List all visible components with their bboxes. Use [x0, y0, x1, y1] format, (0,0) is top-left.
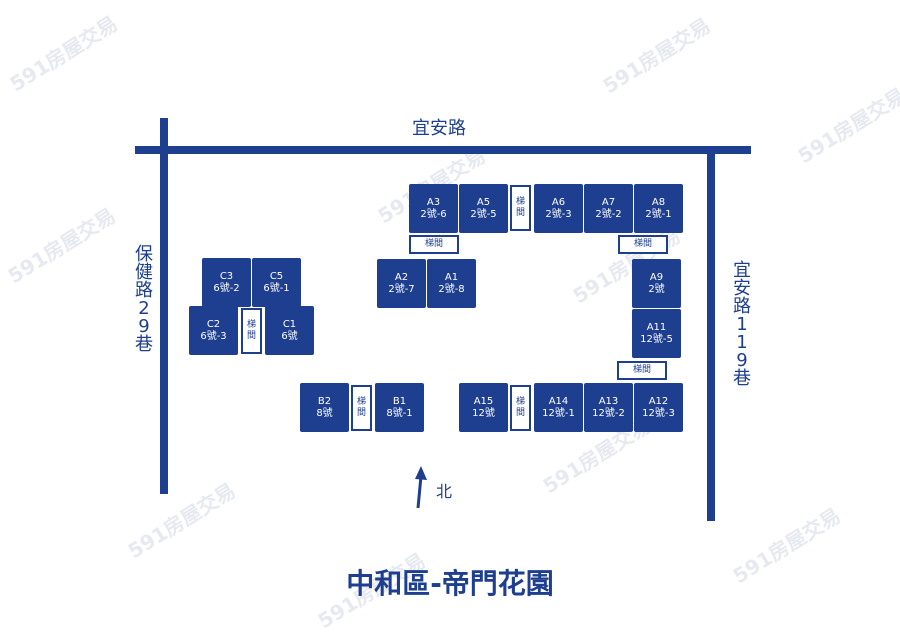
- unit-sub: 2號: [648, 283, 665, 295]
- unit-sub: 12號-1: [542, 407, 575, 419]
- unit-id: A7: [601, 196, 616, 208]
- unit-sub: 2號-3: [545, 208, 572, 220]
- stairwell: 梯間: [409, 235, 459, 254]
- unit-id: A15: [473, 395, 494, 407]
- unit-id: B2: [317, 395, 332, 407]
- page-title: 中和區-帝門花園: [346, 567, 554, 600]
- unit-id: C3: [219, 270, 234, 282]
- north-label: 北: [436, 482, 453, 501]
- unit-sub: 12號-5: [640, 333, 673, 345]
- unit-sub: 2號-1: [645, 208, 672, 220]
- stairwell: 梯間: [510, 385, 531, 431]
- unit-sub: 2號-5: [470, 208, 497, 220]
- unit-id: A9: [649, 271, 664, 283]
- unit-sub: 12號-2: [592, 407, 625, 419]
- road-right: [707, 151, 715, 521]
- unit-id: A8: [651, 196, 666, 208]
- unit-id: C1: [282, 318, 297, 330]
- stairwell: 梯間: [351, 385, 372, 431]
- stairwell: 梯間: [510, 185, 531, 231]
- unit-sub: 2號-2: [595, 208, 622, 220]
- unit-id: A1: [444, 271, 459, 283]
- unit-sub: 2號-8: [438, 283, 465, 295]
- watermark: 591房屋交易: [5, 11, 122, 97]
- unit-sub: 8號: [316, 407, 333, 419]
- stairwell: 梯間: [241, 308, 262, 354]
- unit-sub: 6號-1: [263, 282, 290, 294]
- road-left: [160, 118, 168, 494]
- unit-id: A5: [476, 196, 491, 208]
- unit-id: A12: [648, 395, 669, 407]
- unit-id: A3: [426, 196, 441, 208]
- unit-id: C2: [206, 318, 221, 330]
- stairwell: 梯間: [618, 235, 668, 254]
- unit-sub: 2號-6: [420, 208, 447, 220]
- unit-id: A14: [548, 395, 569, 407]
- unit-id: C5: [269, 270, 284, 282]
- unit-sub: 6號-3: [200, 330, 227, 342]
- unit-sub: 2號-7: [388, 283, 415, 295]
- unit-id: A6: [551, 196, 566, 208]
- unit-id: A11: [646, 321, 667, 333]
- unit-sub: 8號-1: [386, 407, 413, 419]
- road-label-top: 宜安路: [412, 118, 466, 139]
- unit-id: B1: [392, 395, 407, 407]
- road-label-left: 保健路29巷: [135, 244, 153, 355]
- watermark: 591房屋交易: [123, 478, 240, 564]
- unit-sub: 6號-2: [213, 282, 240, 294]
- unit-id: A13: [598, 395, 619, 407]
- watermark: 591房屋交易: [598, 13, 715, 99]
- road-label-right: 宜安路119巷: [733, 260, 751, 389]
- unit-sub: 6號: [281, 330, 298, 342]
- watermark: 591房屋交易: [3, 203, 120, 289]
- stairwell: 梯間: [617, 361, 667, 380]
- watermark: 591房屋交易: [793, 83, 900, 169]
- unit-id: A2: [394, 271, 409, 283]
- road-top: [135, 146, 751, 154]
- unit-sub: 12號-3: [642, 407, 675, 419]
- north-arrow-icon: [415, 466, 427, 509]
- unit-sub: 12號: [472, 407, 495, 419]
